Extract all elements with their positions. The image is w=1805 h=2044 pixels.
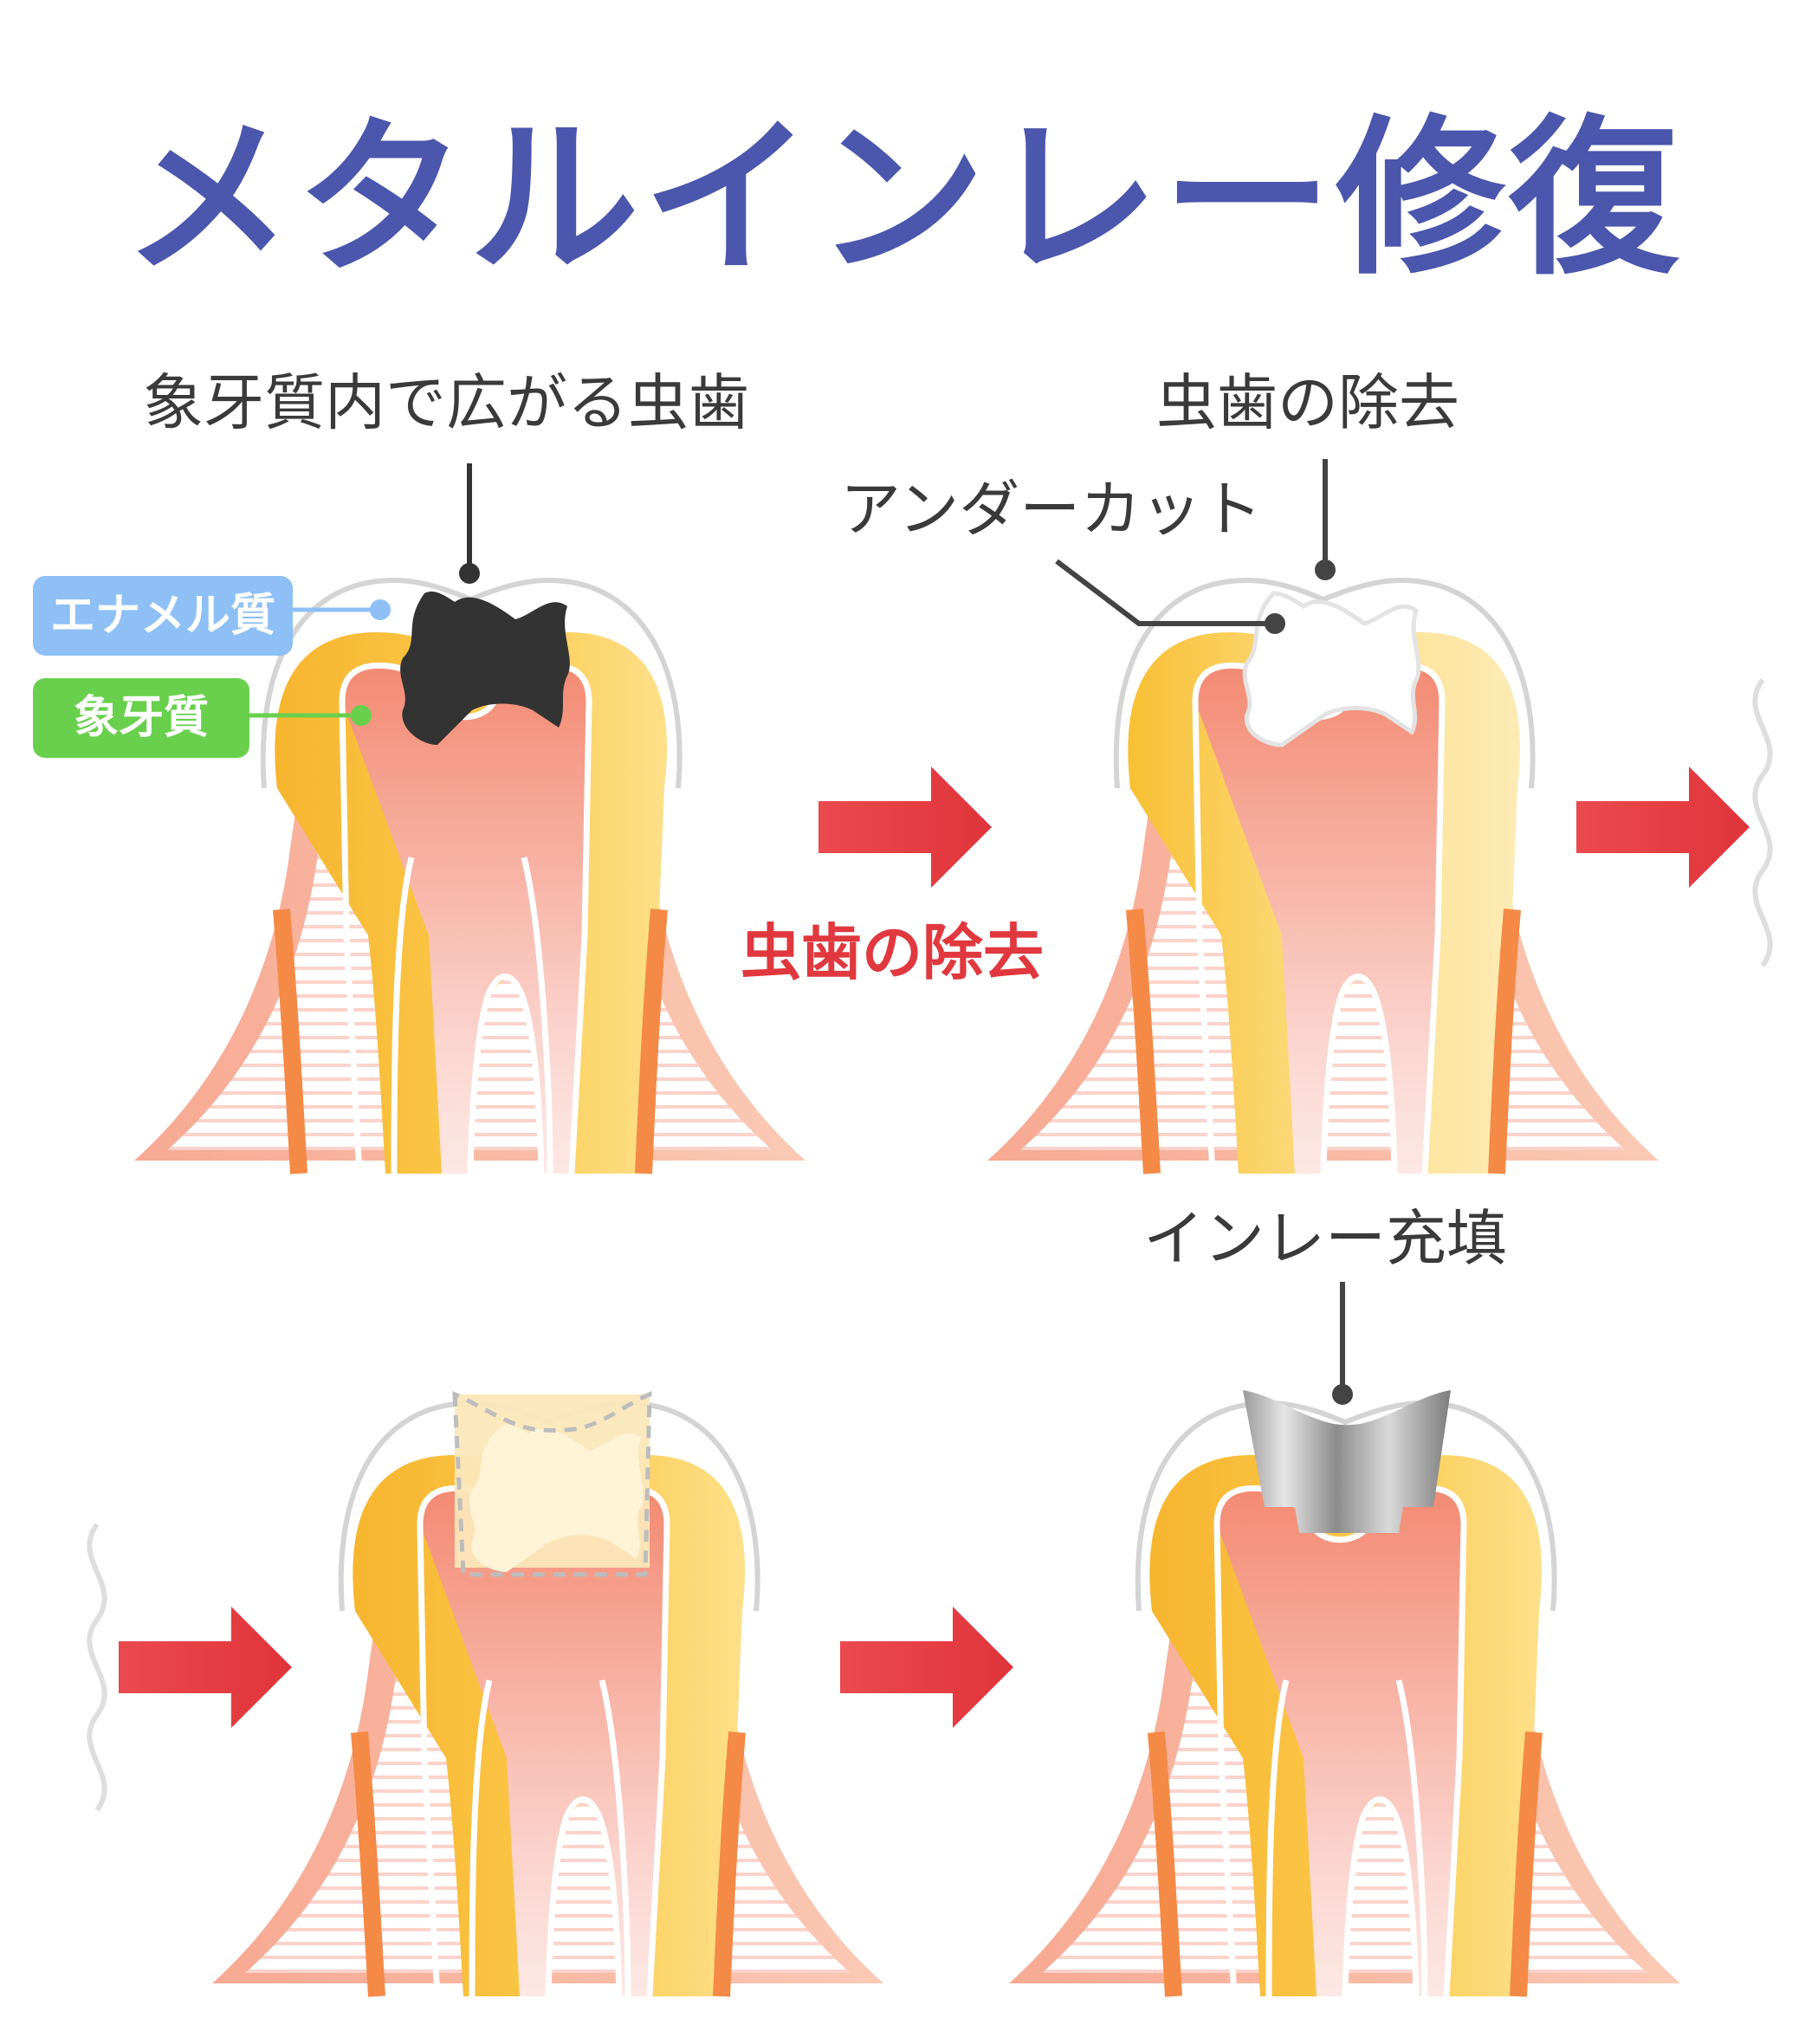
enamel-tag: エナメル質 bbox=[33, 576, 293, 656]
undercut-leader bbox=[1055, 559, 1273, 626]
continuation-squiggle-right bbox=[1755, 680, 1769, 966]
panel-3-impression bbox=[212, 1391, 883, 1996]
arrow-3 bbox=[119, 1607, 292, 1728]
panel-2-subcaption: アンダーカット bbox=[840, 474, 1263, 545]
inlay-leader-dot bbox=[1332, 1384, 1353, 1405]
enamel-leader-dot bbox=[370, 599, 391, 620]
arrow-4 bbox=[840, 1607, 1013, 1728]
dentin-leader-dot bbox=[351, 705, 372, 726]
dentin-tag: 象牙質 bbox=[33, 678, 249, 758]
page-title: メタルインレー修復 bbox=[122, 100, 1682, 298]
tooth bbox=[1113, 577, 1536, 1174]
panel-1-caries bbox=[134, 463, 805, 1174]
dashed-outline bbox=[452, 1391, 652, 1577]
panel-2-removal bbox=[987, 459, 1659, 1174]
arrow-2 bbox=[1576, 766, 1750, 888]
arrow-label: 虫歯の除去 bbox=[741, 917, 1044, 988]
panel-1-caption: 象牙質内で広がる虫歯 bbox=[143, 367, 749, 438]
metal-inlay bbox=[1243, 1390, 1451, 1533]
arrow-1 bbox=[818, 766, 992, 888]
caries-leader-dot bbox=[459, 563, 480, 584]
undercut-leader-dot bbox=[1265, 613, 1285, 634]
panel-2-caption: 虫歯の除去 bbox=[1156, 367, 1459, 438]
inlay-shape bbox=[469, 1424, 644, 1572]
panel-4-caption: インレー充填 bbox=[1143, 1203, 1507, 1274]
panel-4-inlay bbox=[1009, 1282, 1680, 1996]
cavity bbox=[1242, 591, 1421, 747]
caries bbox=[400, 592, 570, 745]
removal-leader-dot bbox=[1315, 560, 1336, 580]
continuation-squiggle-left bbox=[89, 1524, 104, 1810]
